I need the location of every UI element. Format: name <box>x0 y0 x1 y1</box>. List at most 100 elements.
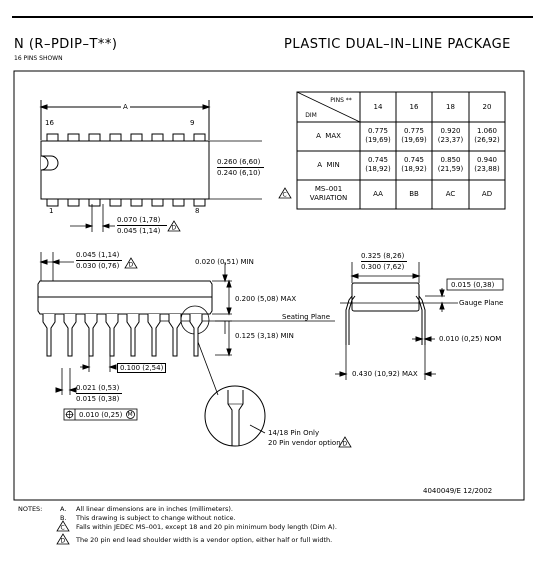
package-code: N (R–PDIP–T**) <box>14 37 118 52</box>
tolerance-modifier: M <box>127 411 133 418</box>
top-lead-tab <box>88 133 101 142</box>
note-b-key: B. <box>60 514 67 522</box>
table-var-18: AC <box>445 190 456 198</box>
pitch-label: 0.100 (2,54) <box>117 363 167 373</box>
note-c-text: Falls within JEDEC MS–001, except 18 and… <box>76 523 337 531</box>
bottom-lead-tab <box>46 198 59 207</box>
note-b-text: This drawing is subject to change withou… <box>76 514 236 522</box>
value: 0.940 <box>476 156 498 164</box>
top-view-leads <box>46 133 206 207</box>
detail-line-1: 14/18 Pin Only <box>268 429 320 437</box>
table-amin-20: 0.940(23,88) <box>469 156 505 174</box>
top-view <box>39 100 211 200</box>
bottom-lead-tab <box>88 198 101 207</box>
pin-9-label: 9 <box>190 119 195 127</box>
lead-width-min: 0.045 (1,14) <box>117 227 161 235</box>
lead-length-min: 0.125 (3,18) MIN <box>235 332 294 340</box>
top-lead-tab <box>46 133 59 142</box>
drawing-frame <box>13 70 525 501</box>
pitch-value: 0.100 (2,54) <box>120 364 164 372</box>
table-pins-header: PINS ** <box>330 97 352 104</box>
lead-dia-max: 0.021 (0,53) <box>76 384 120 392</box>
dimension-table <box>296 91 506 210</box>
value-mm: (18,92) <box>365 165 391 173</box>
top-lead-tab <box>193 133 206 142</box>
value: 1.060 <box>476 127 498 135</box>
top-view-dims <box>70 140 262 232</box>
table-col-18: 18 <box>446 103 455 111</box>
label-line: VARIATION <box>309 194 348 202</box>
side-view-leads <box>42 314 203 357</box>
note-d-mark-side: D <box>129 262 134 269</box>
note-d-mark-top: D <box>172 225 177 232</box>
notes-triangles <box>56 520 70 545</box>
side-lead <box>168 314 182 357</box>
shoulder-divider <box>76 260 122 261</box>
dim-a-label: A <box>121 103 130 111</box>
table-amin-16: 0.745(18,92) <box>396 156 432 174</box>
table-var-14: AA <box>373 190 383 198</box>
shoulder-min: 0.030 (0,76) <box>76 262 120 270</box>
note-d-mark-list: D <box>61 538 66 545</box>
note-c-mark: C <box>283 192 287 199</box>
value-mm: (19,69) <box>365 136 391 144</box>
table-col-14: 14 <box>373 103 383 111</box>
side-lead <box>63 314 77 357</box>
body-width-max: 0.260 (6,60) <box>217 158 261 166</box>
pin-16-label: 16 <box>45 119 54 127</box>
row-spacing-divider <box>361 261 407 262</box>
side-lead <box>84 314 98 357</box>
table-col-20: 20 <box>482 103 492 111</box>
pin-8-label: 8 <box>195 207 200 215</box>
note-d-triangle-side <box>124 257 138 269</box>
lead-dia-min: 0.015 (0,38) <box>76 395 120 403</box>
row-spacing-min: 0.300 (7,62) <box>361 263 405 271</box>
table-amax-18: 0.920(23,37) <box>432 127 469 145</box>
table-var-16: BB <box>409 190 419 198</box>
lead-width-max: 0.070 (1,78) <box>117 216 161 224</box>
note-d-mark-detail: D <box>343 441 348 448</box>
end-view <box>335 262 504 380</box>
side-lead <box>105 314 119 357</box>
table-col-16: 16 <box>409 103 419 111</box>
value-mm: (19,69) <box>401 136 427 144</box>
bottom-lead-tab <box>130 198 143 207</box>
note-d-text: The 20 pin end lead shoulder width is a … <box>76 536 333 544</box>
side-lead <box>126 314 140 357</box>
bottom-lead-tab <box>172 198 185 207</box>
seating-plane-label: Seating Plane <box>282 313 331 321</box>
table-var-20: AD <box>481 190 493 198</box>
row-spacing-max: 0.325 (8,26) <box>361 252 405 260</box>
lead-thickness-label: 0.015 (0,38) <box>451 281 495 289</box>
bottom-lead-tab <box>151 198 164 207</box>
side-view <box>37 252 335 421</box>
note-c-triangle <box>278 187 292 199</box>
gauge-plane-label: Gauge Plane <box>459 299 504 307</box>
bottom-lead-tab <box>67 198 80 207</box>
side-lead <box>147 314 161 357</box>
notes-label: NOTES: <box>18 505 43 513</box>
package-title: PLASTIC DUAL–IN–LINE PACKAGE <box>284 37 511 52</box>
note-d-triangle-detail <box>338 436 352 448</box>
pin-1-label: 1 <box>49 207 54 215</box>
document-id: 4040049/E 12/2002 <box>423 487 493 495</box>
top-lead-tab <box>172 133 185 142</box>
detail-line-2: 20 Pin vendor option <box>268 439 341 447</box>
note-a-text: All linear dimensions are in inches (mil… <box>76 505 233 513</box>
value-mm: (26,92) <box>474 136 500 144</box>
table-amin-18: 0.850(21,59) <box>432 156 469 174</box>
value-mm: (23,88) <box>474 165 500 173</box>
pins-shown-note: 16 PINS SHOWN <box>14 55 63 62</box>
label-line: MS–001 <box>314 185 343 193</box>
detail-view <box>204 385 266 447</box>
table-amax-16: 0.775(19,69) <box>396 127 432 145</box>
value: 0.850 <box>440 156 461 164</box>
table-dim-header: DIM <box>305 112 317 119</box>
tolerance-value: 0.010 (0,25) <box>79 411 123 419</box>
value: 0.775 <box>367 127 389 135</box>
body-width-divider <box>217 167 264 168</box>
side-lead <box>189 314 203 357</box>
note-d-triangle-top <box>167 220 181 232</box>
